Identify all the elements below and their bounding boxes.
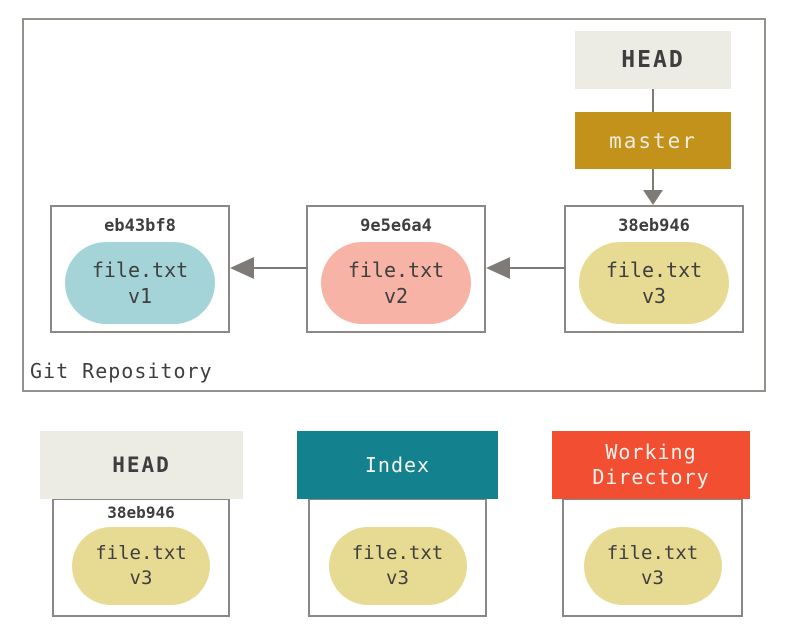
head-tree-box: 38eb946 file.txt v3 [52, 498, 230, 617]
left-arrowhead [486, 257, 510, 279]
commit-hash: eb43bf8 [104, 216, 176, 236]
master-branch-label: master [609, 128, 697, 153]
blob-file-version: v3 [386, 567, 409, 589]
commit-box-9e5e6a4: 9e5e6a4 file.txt v2 [306, 205, 486, 333]
blob-file-version: v1 [127, 284, 153, 308]
head-pointer-label: HEAD [621, 47, 685, 73]
commit3-to-commit2-arrow-line [507, 267, 566, 269]
index-tree-box: file.txt v3 [308, 498, 487, 617]
index-tree-title: Index [364, 452, 431, 477]
blob-file-version: v3 [641, 567, 664, 589]
head-tree-title: HEAD [112, 452, 171, 477]
commit-box-38eb946: 38eb946 file.txt v3 [564, 205, 744, 333]
down-arrowhead [643, 190, 663, 205]
head-to-master-connector [652, 89, 654, 112]
head-tree-header: HEAD [40, 431, 243, 499]
blob-file-version: v2 [383, 284, 409, 308]
working-directory-tree-header: Working Directory [552, 431, 750, 499]
blob-file-name: file.txt [95, 542, 187, 564]
commit2-to-commit1-arrow-line [251, 267, 308, 269]
blob-file-name: file.txt [91, 258, 189, 282]
blob-file-version: v3 [641, 284, 667, 308]
file-blob-pill: file.txt v3 [583, 527, 722, 605]
file-blob-pill: file.txt v3 [579, 242, 729, 324]
working-directory-tree-box: file.txt v3 [562, 498, 743, 617]
blob-file-name: file.txt [606, 542, 699, 564]
blob-file-name: file.txt [351, 542, 444, 564]
head-pointer-box: HEAD [575, 31, 731, 89]
master-branch-box: master [575, 112, 731, 169]
head-tree-hash: 38eb946 [107, 503, 175, 522]
blob-file-name: file.txt [605, 258, 703, 282]
file-blob-pill: file.txt v2 [321, 242, 471, 324]
commit-hash: 9e5e6a4 [360, 216, 432, 236]
file-blob-pill: file.txt v3 [72, 527, 210, 605]
blob-file-name: file.txt [347, 258, 445, 282]
commit-hash: 38eb946 [618, 216, 690, 236]
commit-box-eb43bf8: eb43bf8 file.txt v1 [50, 205, 230, 333]
file-blob-pill: file.txt v3 [328, 527, 467, 605]
blob-file-version: v3 [129, 567, 153, 589]
git-repository-label: Git Repository [30, 359, 213, 383]
file-blob-pill: file.txt v1 [65, 242, 215, 324]
working-directory-tree-title: Working Directory [592, 440, 710, 489]
master-to-commit-arrow-line [652, 169, 654, 192]
left-arrowhead [230, 257, 254, 279]
index-tree-header: Index [297, 431, 498, 499]
